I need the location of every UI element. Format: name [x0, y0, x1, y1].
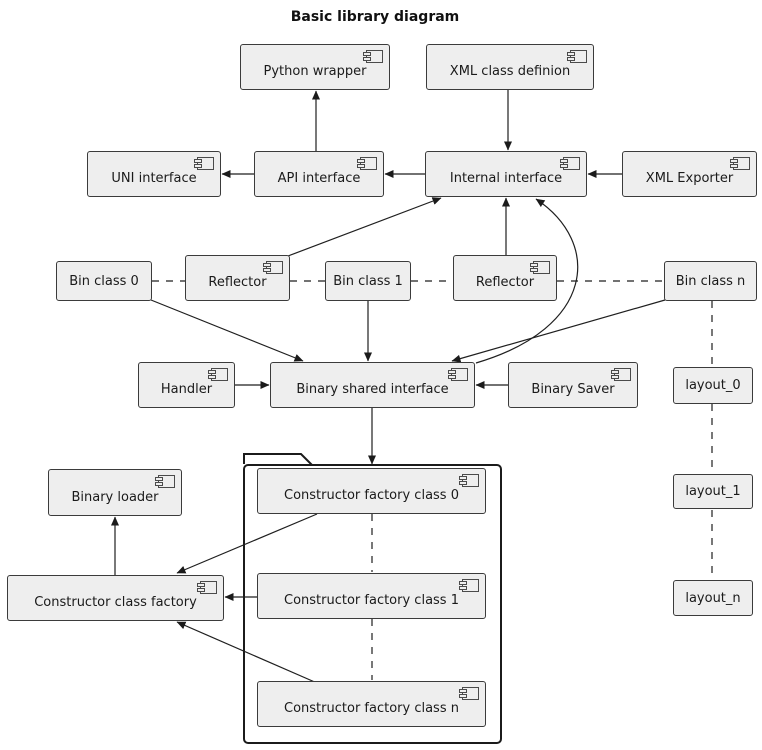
- rect-bin-class-1: Bin class 1: [325, 261, 411, 301]
- component-icon: [459, 579, 479, 592]
- edge-bin-class-n-to-binary-shared: [451, 299, 666, 363]
- component-icon: [197, 581, 217, 594]
- component-api-interface: API interface: [254, 151, 384, 197]
- component-handler: Handler: [138, 362, 235, 408]
- component-icon: [560, 157, 580, 170]
- node-label: XML class definion: [449, 64, 571, 79]
- node-label: Bin class 0: [69, 273, 139, 289]
- component-icon: [208, 368, 228, 381]
- component-python-wrapper: Python wrapper: [240, 44, 390, 90]
- component-constructor-factory-class-0: Constructor factory class 0: [257, 468, 486, 514]
- component-xml-exporter: XML Exporter: [622, 151, 757, 197]
- component-icon: [448, 368, 468, 381]
- component-xml-class-definion: XML class definion: [426, 44, 594, 90]
- node-label: Constructor factory class 0: [284, 488, 459, 503]
- component-icon: [730, 157, 750, 170]
- rect-bin-class-0: Bin class 0: [56, 261, 152, 301]
- component-constructor-factory-class-n: Constructor factory class n: [257, 681, 486, 727]
- node-label: Binary Saver: [531, 382, 615, 397]
- node-label: Handler: [160, 382, 213, 397]
- component-constructor-factory-class-1: Constructor factory class 1: [257, 573, 486, 619]
- component-binary-saver: Binary Saver: [508, 362, 638, 408]
- component-constructor-class-factory: Constructor class factory: [7, 575, 224, 621]
- node-label: Reflector: [475, 275, 535, 290]
- node-label: Constructor class factory: [34, 595, 197, 610]
- rect-layout-n: layout_n: [673, 580, 753, 616]
- node-label: API interface: [277, 171, 361, 186]
- component-uni-interface: UNI interface: [87, 151, 221, 197]
- edge-factory-class-0-to-class-factory: [176, 513, 318, 574]
- component-icon: [357, 157, 377, 170]
- component-icon: [194, 157, 214, 170]
- node-label: Reflector: [208, 275, 267, 290]
- node-label: layout_n: [685, 590, 741, 606]
- node-label: XML Exporter: [645, 171, 734, 186]
- component-icon: [611, 368, 631, 381]
- edge-factory-class-n-to-class-factory: [176, 621, 318, 684]
- node-label: layout_0: [685, 378, 741, 393]
- node-label: Bin class n: [675, 273, 746, 289]
- edge-bin-class-0-to-binary-shared: [150, 299, 304, 362]
- component-icon: [363, 50, 383, 63]
- node-label: Bin class 1: [333, 273, 403, 289]
- component-reflector-2: Reflector: [453, 255, 557, 301]
- node-label: Python wrapper: [263, 64, 367, 79]
- node-label: Constructor factory class 1: [284, 593, 459, 608]
- component-icon: [567, 50, 587, 63]
- node-label: Internal interface: [449, 171, 563, 186]
- node-label: UNI interface: [111, 171, 197, 186]
- component-icon: [459, 474, 479, 487]
- component-icon: [263, 261, 283, 274]
- component-icon: [155, 475, 175, 488]
- component-binary-loader: Binary loader: [48, 469, 182, 516]
- edge-reflector1-to-internal: [287, 197, 442, 257]
- diagram-title: Basic library diagram: [290, 9, 460, 25]
- node-label: Binary shared interface: [296, 382, 449, 397]
- rect-bin-class-n: Bin class n: [664, 261, 757, 301]
- component-icon: [459, 687, 479, 700]
- component-internal-interface: Internal interface: [425, 151, 587, 197]
- node-label: Binary loader: [71, 489, 159, 505]
- component-binary-shared-interface: Binary shared interface: [270, 362, 475, 408]
- node-label: layout_1: [685, 484, 741, 499]
- edge-binary-shared-to-internal-curve: [475, 198, 579, 364]
- rect-layout-0: layout_0: [673, 367, 753, 404]
- component-reflector-1: Reflector: [185, 255, 290, 301]
- component-icon: [530, 261, 550, 274]
- node-label: Constructor factory class n: [284, 701, 459, 716]
- rect-layout-1: layout_1: [673, 474, 753, 509]
